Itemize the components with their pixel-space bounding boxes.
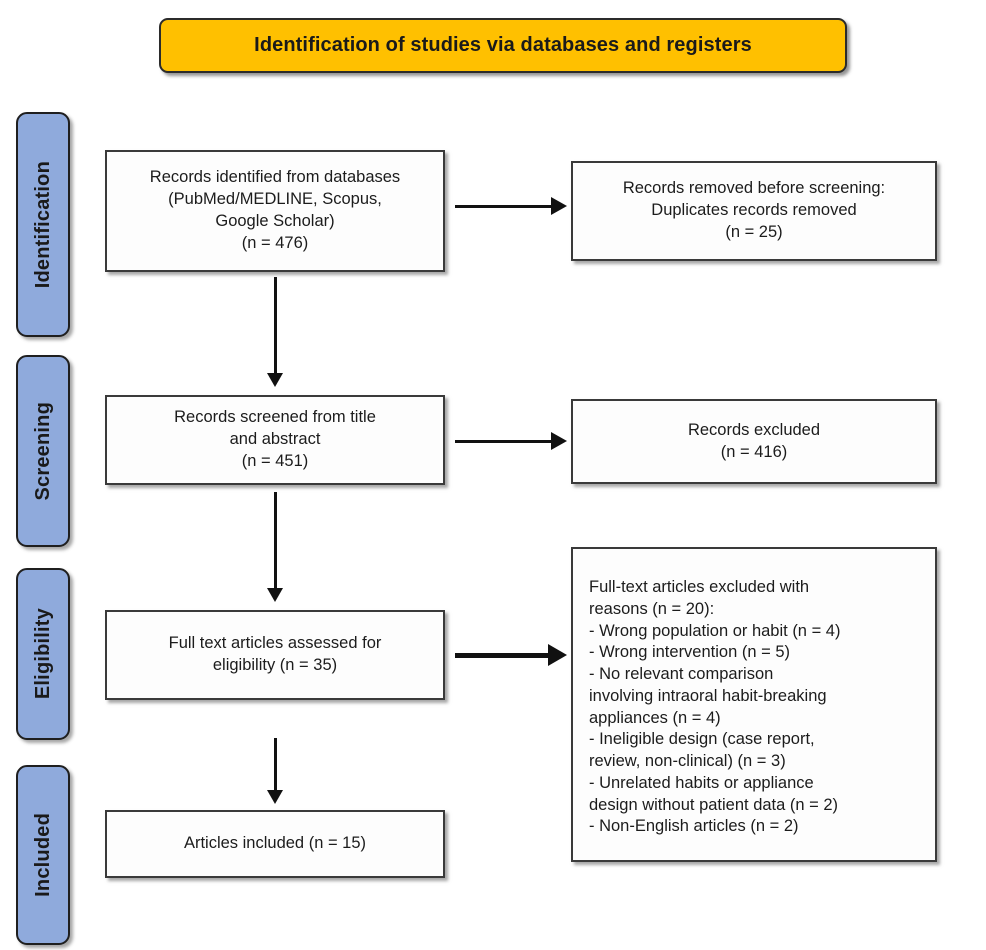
node-fulltext-assessed: Full text articles assessed for eligibil… xyxy=(105,610,445,700)
arrow-screened-to-fulltext xyxy=(258,492,292,602)
arrow-shaft xyxy=(455,652,550,658)
node-records-excluded: Records excluded (n = 416) xyxy=(571,399,937,484)
stage-label-identification-text: Identification xyxy=(31,160,54,289)
node-records-screened-text: Records screened from title and abstract… xyxy=(174,408,376,470)
node-articles-included-text: Articles included (n = 15) xyxy=(183,834,367,853)
node-records-removed-text: Records removed before screening: Duplic… xyxy=(622,179,886,241)
diagram-title: Identification of studies via databases … xyxy=(254,34,752,56)
node-fulltext-excluded-reasons: Full-text articles excluded with reasons… xyxy=(571,547,937,862)
stage-label-eligibility: Eligibility xyxy=(16,568,70,740)
stage-label-eligibility-text: Eligibility xyxy=(31,608,54,700)
node-records-identified-text: Records identified from databases (PubMe… xyxy=(149,168,401,252)
stage-label-screening: Screening xyxy=(16,355,70,547)
arrow-head-down-icon xyxy=(267,588,283,602)
arrow-shaft xyxy=(273,492,277,588)
arrow-fulltext-to-included xyxy=(258,738,292,804)
arrow-shaft xyxy=(455,204,553,208)
arrow-identified-to-screened xyxy=(258,277,292,387)
arrow-head-right-icon xyxy=(551,432,567,450)
stage-label-included-text: Included xyxy=(31,813,54,897)
arrow-screened-to-excluded xyxy=(455,431,567,451)
arrow-fulltext-to-reasons xyxy=(455,643,567,667)
arrow-shaft xyxy=(455,439,553,443)
stage-label-identification: Identification xyxy=(16,112,70,337)
node-records-screened: Records screened from title and abstract… xyxy=(105,395,445,485)
arrow-shaft xyxy=(273,738,277,790)
arrow-head-down-icon xyxy=(267,373,283,387)
node-fulltext-excluded-reasons-text: Full-text articles excluded with reasons… xyxy=(589,578,841,836)
arrow-shaft xyxy=(273,277,277,373)
arrow-head-down-icon xyxy=(267,790,283,804)
node-records-removed: Records removed before screening: Duplic… xyxy=(571,161,937,261)
arrow-head-right-icon xyxy=(548,644,567,666)
stage-label-screening-text: Screening xyxy=(31,401,54,501)
node-records-identified: Records identified from databases (PubMe… xyxy=(105,150,445,272)
diagram-header-banner: Identification of studies via databases … xyxy=(159,18,847,73)
arrow-identified-to-removed xyxy=(455,196,567,216)
node-fulltext-assessed-text: Full text articles assessed for eligibil… xyxy=(168,634,382,674)
stage-label-included: Included xyxy=(16,765,70,945)
node-records-excluded-text: Records excluded (n = 416) xyxy=(687,420,821,461)
arrow-head-right-icon xyxy=(551,197,567,215)
node-articles-included: Articles included (n = 15) xyxy=(105,810,445,878)
